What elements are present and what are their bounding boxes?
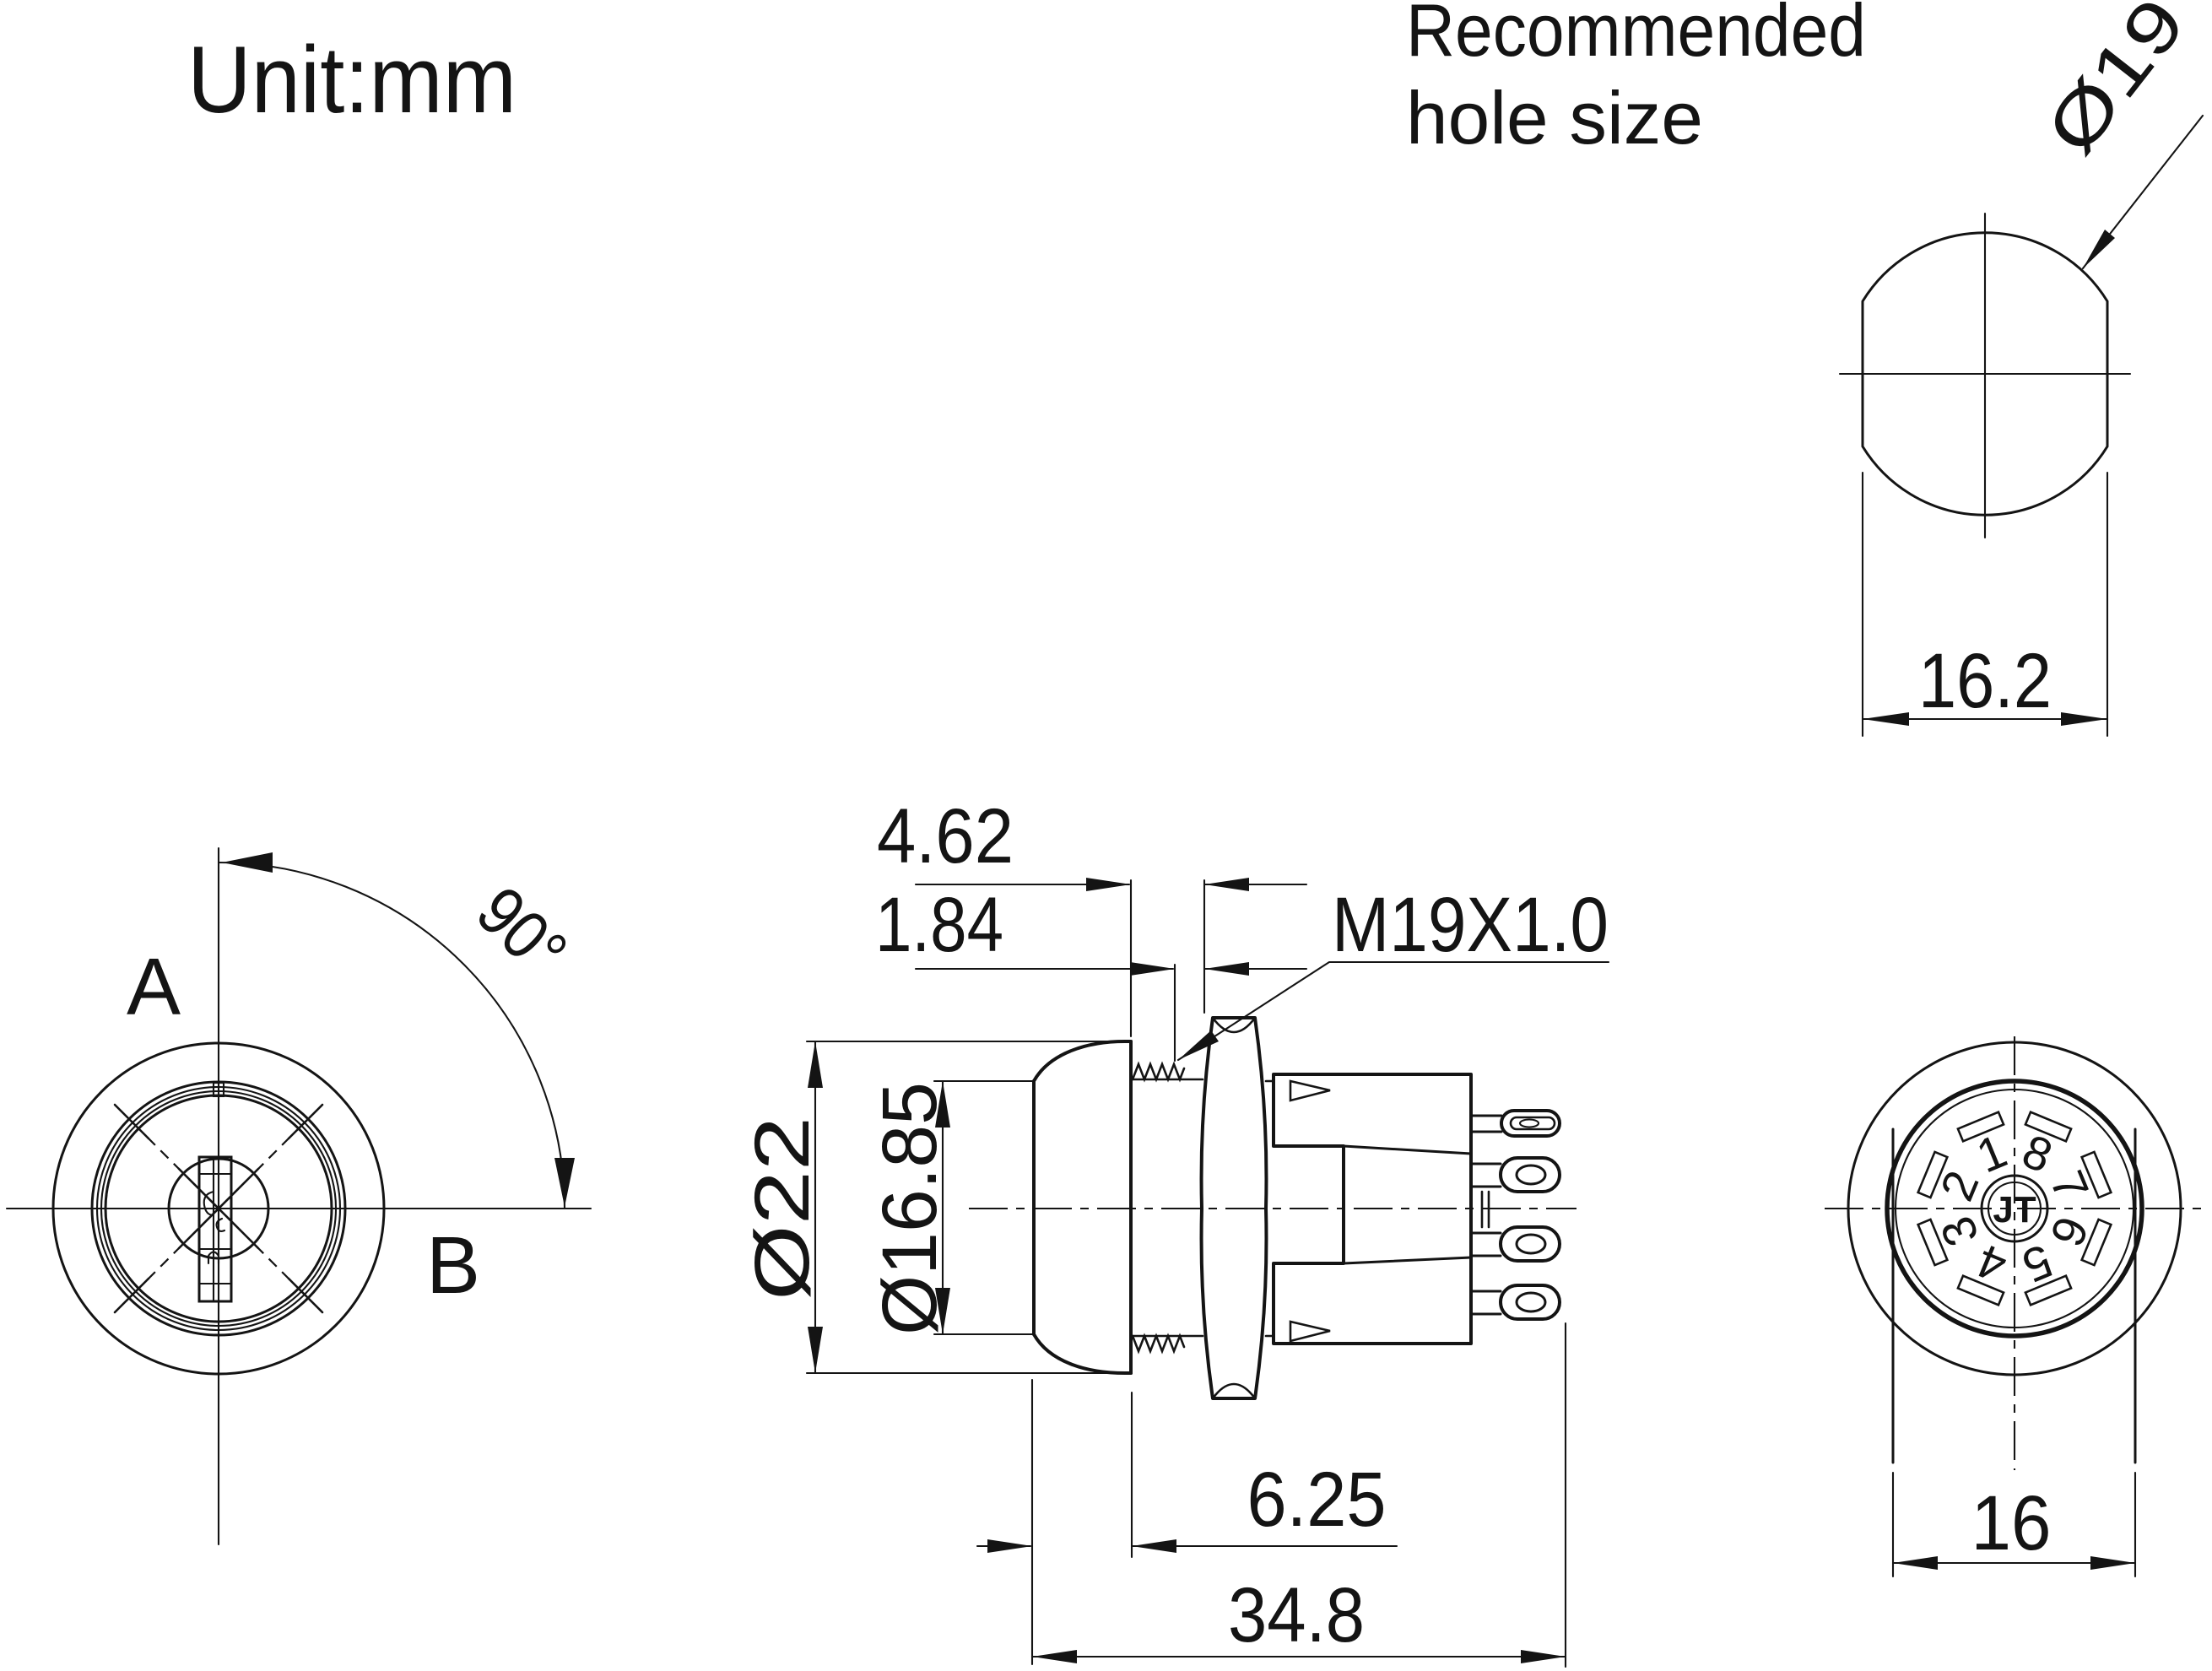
angle-arc-arrow-bottom: [554, 1158, 575, 1207]
terminal-number-1: 1: [1969, 1123, 2014, 1182]
front-outer-bezel-circle: [51, 1041, 386, 1376]
dim-462-value: 4.62: [877, 793, 1014, 879]
hex-nut: [1199, 1016, 1268, 1400]
terminal-pins: [1469, 1109, 1561, 1321]
front-ring-keyway-notch: [212, 1081, 225, 1098]
back-view: 1 2 3 4 5 6 7 8 JT 16: [1825, 1036, 2204, 1578]
angle-arc-arrow-top: [222, 852, 273, 873]
dim-184: 1.84: [875, 882, 1308, 1063]
back-ring-outer: [1885, 1079, 2144, 1338]
thread-callout: M19X1.0: [1176, 882, 1610, 1062]
dim-16: 16: [1891, 1471, 2137, 1578]
front-ring-tick-marks: [113, 1103, 324, 1314]
position-label-a: A: [127, 942, 181, 1032]
front-ring-circle-3: [100, 1090, 338, 1328]
dim-184-value: 1.84: [875, 882, 1003, 968]
dim-dia22: Ø22: [739, 1040, 1131, 1375]
dia19-leader-arrowhead: [2083, 230, 2115, 268]
terminal-pin-1: [1469, 1109, 1561, 1138]
dim-348-value: 34.8: [1228, 1572, 1365, 1658]
front-dashed-diagonals: [141, 1131, 296, 1286]
front-view: 90° A B: [5, 846, 592, 1546]
terminal-number-3: 3: [1929, 1209, 1988, 1254]
dim-348: 34.8: [1030, 1322, 1567, 1668]
hole-outline: [1861, 231, 2109, 516]
terminal-number-7: 7: [2040, 1163, 2099, 1208]
body-triangle-marker-top: [1289, 1079, 1331, 1102]
angle-arc: [217, 861, 566, 1210]
terminal-number-6: 6: [2040, 1209, 2099, 1254]
dim162-arrow-right: [2061, 712, 2107, 726]
dim-dia22-value: Ø22: [739, 1117, 825, 1301]
front-key-slot: [197, 1155, 233, 1303]
body-triangle-marker-bottom: [1289, 1320, 1331, 1343]
terminal-pin-middle-edge: [1480, 1190, 1490, 1229]
button-head: [1032, 1040, 1133, 1375]
dim-16-value: 16: [1971, 1480, 2052, 1566]
hole-size-view: Recommended hole size Ø19 16.2: [1406, 0, 2204, 738]
dim162-arrow-left: [1863, 712, 1909, 726]
terminal-number-5: 5: [2015, 1234, 2060, 1293]
back-outer-circle: [1847, 1041, 2182, 1376]
terminal-pin-2: [1469, 1156, 1561, 1193]
terminal-number-2: 2: [1929, 1163, 1988, 1208]
front-cross-line-2: [177, 1167, 260, 1250]
back-terminal-slots: [1916, 1110, 2113, 1307]
dim-dia1685-value: Ø16.85: [867, 1082, 953, 1335]
terminal-pin-4: [1469, 1284, 1561, 1321]
terminal-pin-3: [1469, 1225, 1561, 1263]
angle-label: 90°: [462, 873, 581, 991]
terminal-number-4: 4: [1969, 1234, 2014, 1293]
dia19-label: Ø19: [2031, 0, 2201, 169]
back-ring-inner: [1894, 1088, 2135, 1329]
thread-profile: [1129, 1061, 1204, 1355]
unit-label: Unit:mm: [187, 27, 516, 132]
dim-625: 6.25: [976, 1391, 1398, 1559]
hole-heading-line1: Recommended: [1406, 0, 1866, 72]
position-label-b: B: [426, 1220, 480, 1311]
logo-circle-outer: [1980, 1174, 2049, 1243]
dim-462: 4.62: [877, 793, 1308, 1038]
side-view: Ø22 Ø16.85 4.62 1.84: [739, 793, 1610, 1668]
terminal-number-8: 8: [2015, 1123, 2060, 1182]
thread-callout-value: M19X1.0: [1332, 882, 1609, 968]
dim-625-value: 6.25: [1247, 1457, 1387, 1543]
front-ring-circle-2: [95, 1085, 342, 1332]
dim-dia1685: Ø16.85: [867, 1079, 1036, 1336]
hole-heading-line2: hole size: [1406, 76, 1703, 160]
logo-text: JT: [1993, 1189, 2036, 1230]
dim162-value: 16.2: [1918, 638, 2052, 724]
logo-circle-inner: [1987, 1181, 2042, 1236]
